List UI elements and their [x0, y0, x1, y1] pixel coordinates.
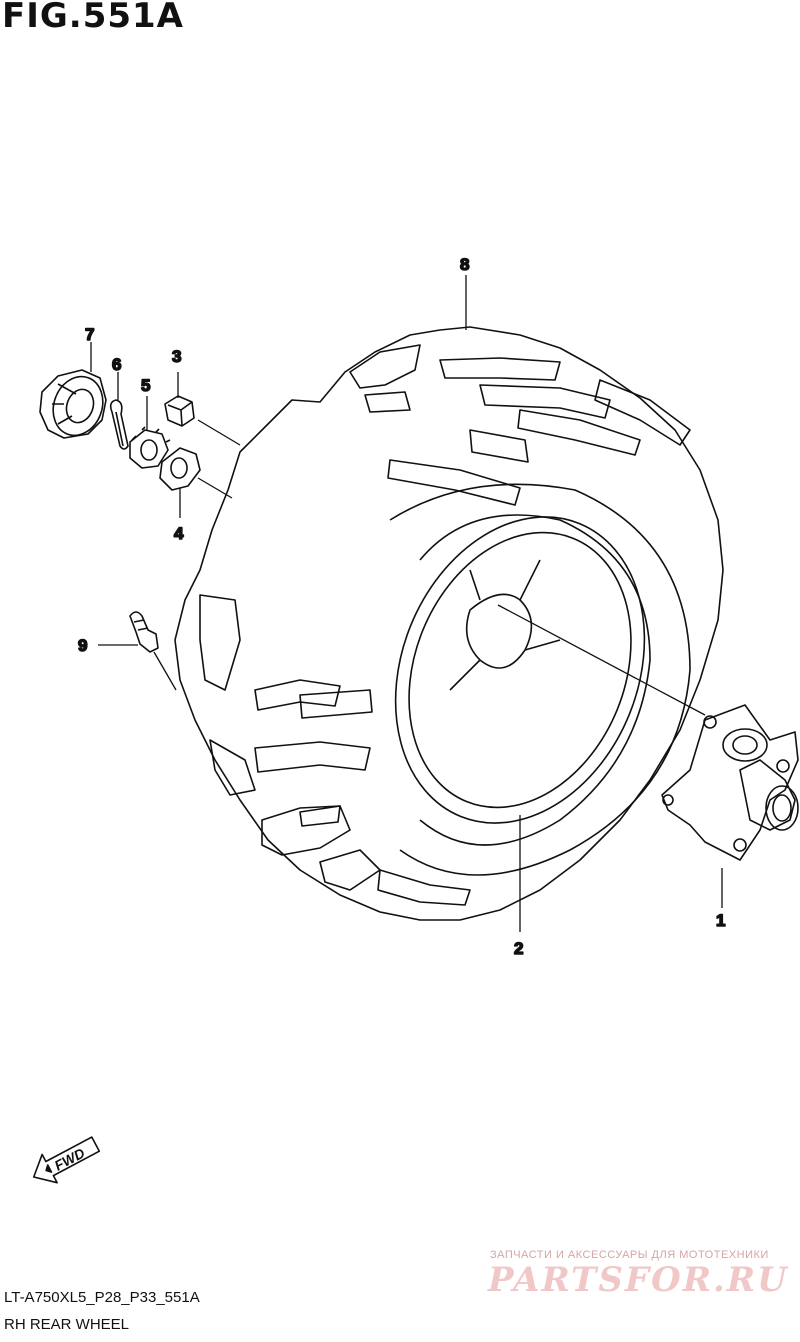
callout-5: 5: [141, 376, 150, 395]
nut-part-3[interactable]: [164, 395, 195, 427]
callout-1: 1: [716, 911, 725, 930]
castle-nut-part-5[interactable]: [129, 426, 171, 469]
watermark-tagline: ЗАПЧАСТИ И АКСЕССУАРЫ ДЛЯ МОТОТЕХНИКИ: [490, 1249, 769, 1261]
callout-7: 7: [85, 325, 94, 344]
figure-title: FIG.551A: [2, 0, 184, 36]
figure-description: RH REAR WHEEL: [4, 1316, 130, 1333]
callout-4: 4: [174, 524, 184, 543]
watermark-brand-logo: PARTSFOR.RU: [488, 1260, 789, 1300]
washer-part-4[interactable]: [159, 447, 201, 491]
leader-lines: [90, 275, 723, 932]
callout-8: 8: [460, 255, 469, 274]
callout-2: 2: [514, 939, 523, 958]
valve-part-9[interactable]: [129, 611, 159, 653]
callout-3: 3: [172, 347, 181, 366]
cap-part-7[interactable]: [39, 369, 111, 443]
cotter-pin-part-6[interactable]: [109, 399, 129, 450]
tire-part-8[interactable]: [174, 326, 724, 921]
hub-part-1[interactable]: [661, 704, 799, 861]
fwd-arrow-icon: FWD: [32, 1136, 101, 1184]
callout-9: 9: [78, 636, 87, 655]
model-code: LT-A750XL5_P28_P33_551A: [4, 1289, 200, 1306]
callout-6: 6: [112, 355, 121, 374]
